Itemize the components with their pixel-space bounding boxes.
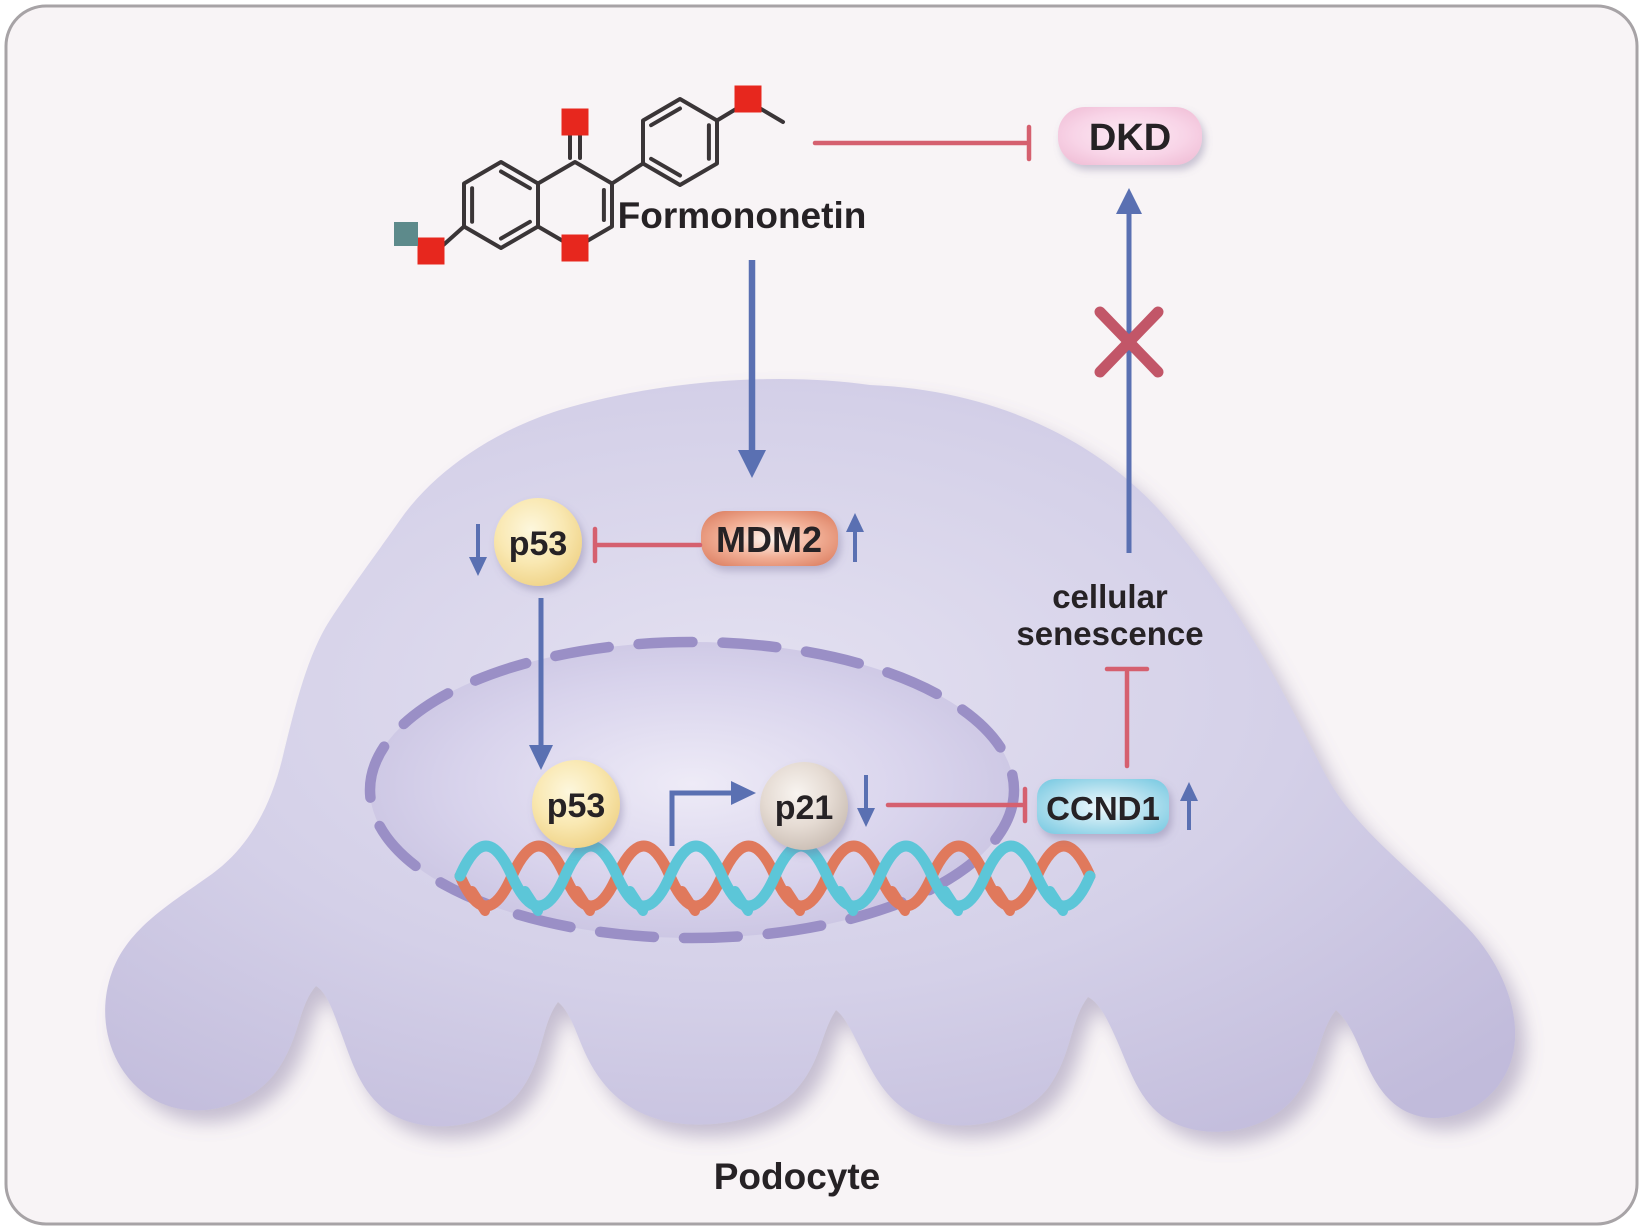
ring-b-aromatic-bonds bbox=[649, 106, 711, 178]
p53-nucleus-label: p53 bbox=[547, 787, 606, 825]
ccnd1-up-arrow-icon bbox=[1180, 782, 1198, 830]
mdm2-up-arrow-icon bbox=[846, 513, 864, 562]
dkd-node bbox=[1058, 107, 1202, 165]
p21-node bbox=[760, 762, 848, 850]
dna-helix bbox=[454, 840, 1096, 916]
p53-nucleus-node bbox=[532, 760, 620, 848]
senescence-label-line2: senescence bbox=[1016, 615, 1203, 652]
arrowhead-down-icon bbox=[738, 450, 766, 478]
senescence-label-line1: cellular bbox=[1052, 578, 1168, 615]
hydroxyl-oxygen-marker bbox=[417, 237, 445, 265]
formononetin-atom-markers bbox=[394, 85, 762, 265]
podocyte-label: Podocyte bbox=[714, 1156, 881, 1197]
methoxy-oxygen-marker bbox=[734, 85, 762, 113]
blocked-cross-icon bbox=[1094, 306, 1164, 378]
hydroxyl-hydrogen-marker bbox=[394, 222, 418, 246]
nucleus bbox=[364, 636, 1020, 944]
arrowhead-up-icon bbox=[1116, 188, 1142, 214]
p21-down-arrow-icon bbox=[857, 775, 875, 827]
arrowhead-right-icon bbox=[731, 781, 756, 805]
inhibition-formononetin-dkd bbox=[812, 124, 1032, 162]
p53-cytoplasm-node bbox=[494, 498, 582, 586]
p53-down-arrow-icon bbox=[469, 524, 487, 576]
inhibition-mdm2-p53 bbox=[592, 526, 703, 564]
activation-senescence-dkd bbox=[1094, 188, 1164, 553]
ring-oxygen-marker bbox=[561, 234, 589, 262]
mdm2-label: MDM2 bbox=[716, 519, 822, 560]
bond-c3-phenyl bbox=[610, 161, 645, 186]
arrowhead-down-icon bbox=[529, 745, 553, 770]
ketone-oxygen-marker bbox=[561, 108, 589, 136]
p53-cytoplasm-label: p53 bbox=[509, 525, 568, 563]
mdm2-node bbox=[701, 511, 838, 566]
translocation-p53-nucleus bbox=[529, 598, 553, 770]
ring-a-aromatic-bonds bbox=[470, 169, 532, 241]
formononetin-label: Formononetin bbox=[618, 195, 867, 236]
transcription-arrow-p21 bbox=[669, 781, 756, 846]
ccnd1-node bbox=[1037, 779, 1169, 834]
ccnd1-label: CCND1 bbox=[1046, 790, 1160, 827]
dkd-label: DKD bbox=[1089, 117, 1171, 159]
dna-strand-cyan bbox=[454, 840, 1096, 912]
inhibition-ccnd1-senescence bbox=[1104, 666, 1150, 769]
activation-formononetin-mdm2 bbox=[738, 260, 766, 478]
ketone-double-bond bbox=[568, 130, 582, 160]
inhibition-p21-ccnd1 bbox=[885, 786, 1028, 824]
p21-label: p21 bbox=[775, 789, 834, 827]
